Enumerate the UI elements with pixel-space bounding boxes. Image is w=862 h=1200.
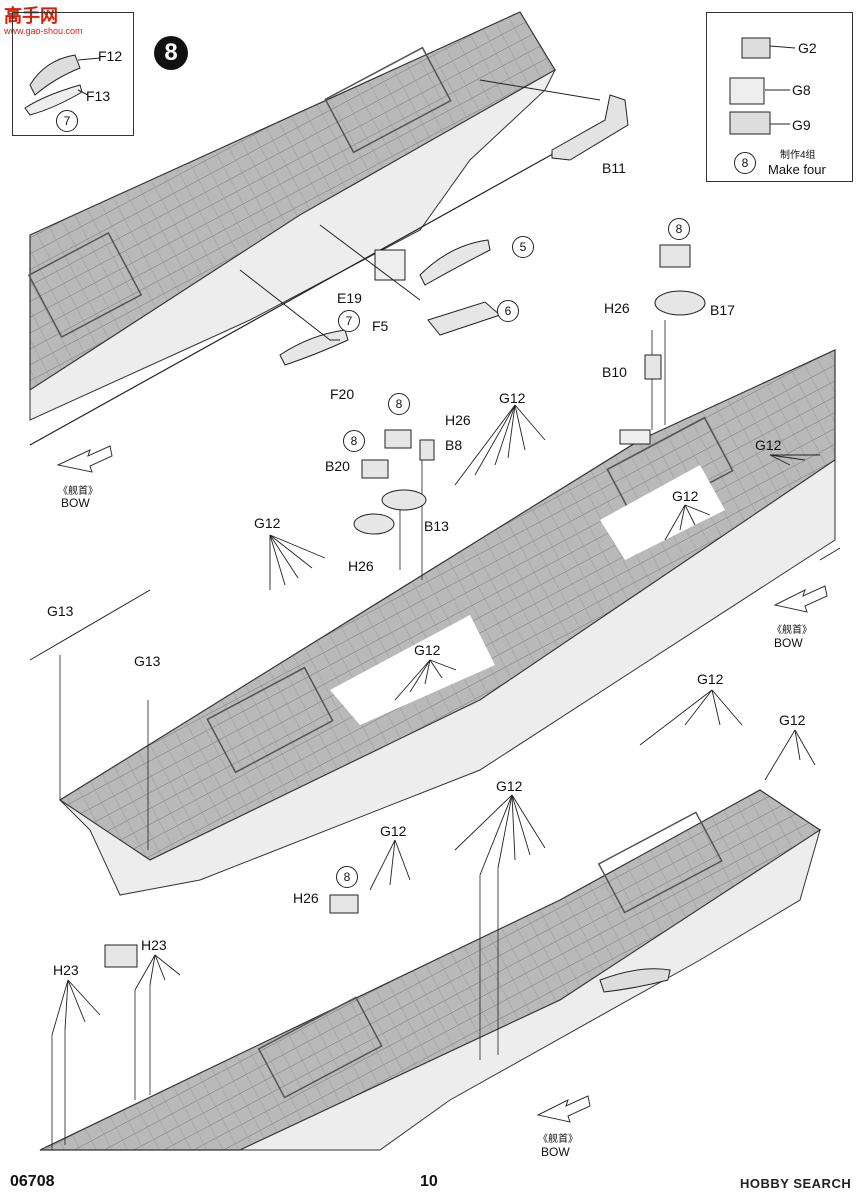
ref-circle-7-main: 7 xyxy=(338,310,360,332)
part-label-g12-6: G12 xyxy=(697,671,724,687)
ref-circle-8-b20: 8 xyxy=(343,430,365,452)
ref-circle-6: 6 xyxy=(497,300,519,322)
step-number-badge: 8 xyxy=(154,36,188,70)
watermark-hobby-search: HOBBY SEARCH xyxy=(740,1176,852,1191)
ref-circle-8-b8: 8 xyxy=(388,393,410,415)
ref-circle-8-b17: 8 xyxy=(668,218,690,240)
ref-circle-7: 7 xyxy=(56,110,78,132)
bow-label-cn-2: 《舰首》 xyxy=(772,625,812,636)
part-label-h26-c: H26 xyxy=(348,558,374,574)
part-label-g2: G2 xyxy=(798,40,817,56)
watermark-url: www.gao-shou.com xyxy=(4,26,83,36)
make-four-en: Make four xyxy=(768,162,826,177)
part-label-b8: B8 xyxy=(445,437,463,453)
part-label-h26-b: H26 xyxy=(445,412,471,428)
part-label-g12-7: G12 xyxy=(779,712,806,728)
part-label-b20: B20 xyxy=(325,458,350,474)
bow-label-cn-3: 《舰首》 xyxy=(538,1134,578,1145)
part-label-f13: F13 xyxy=(86,88,111,104)
part-label-f20: F20 xyxy=(330,386,355,402)
part-label-g13-b: G13 xyxy=(134,653,161,669)
part-label-g12-9: G12 xyxy=(380,823,407,839)
bow-label-en-2: BOW xyxy=(774,636,803,650)
part-label-g12-8: G12 xyxy=(496,778,523,794)
part-label-h26-a: H26 xyxy=(604,300,630,316)
part-label-e19: E19 xyxy=(337,290,362,306)
part-label-b11: B11 xyxy=(602,160,626,176)
part-label-b17: B17 xyxy=(710,302,735,318)
ref-circle-5: 5 xyxy=(512,236,534,258)
inset-left-box xyxy=(12,12,134,136)
part-label-f5: F5 xyxy=(372,318,389,334)
part-label-g12-4: G12 xyxy=(672,488,699,504)
part-label-b13: B13 xyxy=(424,518,449,534)
part-label-g13-a: G13 xyxy=(47,603,74,619)
footer-page-number: 10 xyxy=(420,1173,438,1190)
make-four-cn: 制作4组 xyxy=(780,150,816,161)
bow-label-en-1: BOW xyxy=(61,496,90,510)
part-label-g12-1: G12 xyxy=(499,390,526,406)
part-label-b10: B10 xyxy=(602,364,627,380)
inset-gun-g2-g8-g9 xyxy=(729,37,796,135)
watermark-logo: 高手网 xyxy=(4,6,58,26)
ref-circle-8-inset: 8 xyxy=(734,152,756,174)
part-label-g12-5: G12 xyxy=(755,437,782,453)
ship-hull-bottom xyxy=(39,789,822,1151)
part-label-g12-2: G12 xyxy=(254,515,281,531)
part-label-h23-b: H23 xyxy=(141,937,167,953)
ship-hull-middle xyxy=(58,349,836,896)
bow-label-en-3: BOW xyxy=(541,1145,570,1159)
inset-boat-f12-f13 xyxy=(24,54,101,116)
part-label-g12-3: G12 xyxy=(414,642,441,658)
part-label-h26-d: H26 xyxy=(293,890,319,906)
inset-right-box xyxy=(706,12,853,182)
ref-circle-8-h26: 8 xyxy=(336,866,358,888)
part-label-g9: G9 xyxy=(792,117,811,133)
footer-product-code: 06708 xyxy=(10,1173,55,1190)
part-label-g8: G8 xyxy=(792,82,811,98)
part-label-f12: F12 xyxy=(98,48,123,64)
ship-hull-top xyxy=(27,11,557,421)
bow-label-cn-1: 《舰首》 xyxy=(58,486,98,497)
part-label-h23-a: H23 xyxy=(53,962,79,978)
